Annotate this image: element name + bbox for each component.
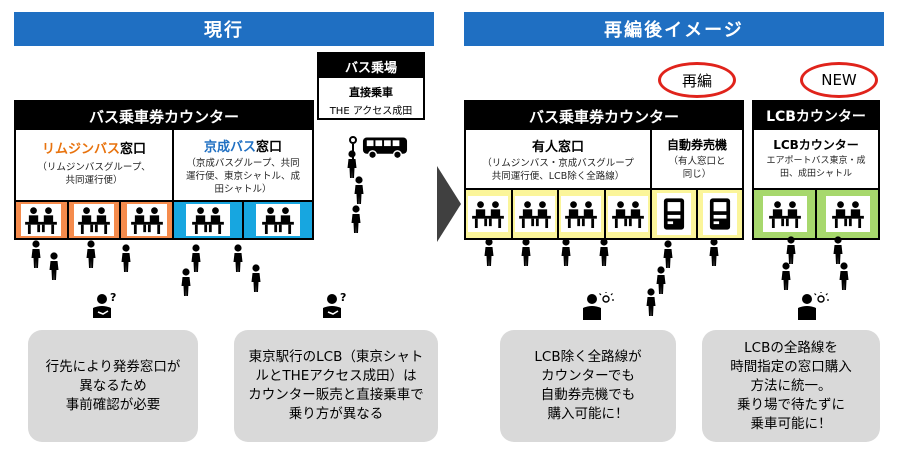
person-icon (662, 240, 674, 268)
machine-sub2: 同じ） (682, 169, 712, 180)
new-badge-label: NEW (821, 71, 857, 89)
after-benefit-bubble-right: LCBの全路線を 時間指定の窓口購入 方法に統一。 乗り場で待たずに 乗車可能に… (702, 330, 880, 442)
staffed-counter-info: 有人窓口 （リムジンバス・京成バスグループ 共同運行便、LCB除く全路線） (466, 130, 652, 188)
limousine-counter-info: リムジンバス窓口 （リムジンバスグループ、 共同運行便） (16, 130, 174, 200)
saihen-badge-label: 再編 (681, 71, 712, 90)
lcb-sub1: エアポートバス東京・成 (766, 156, 866, 166)
limousine-window-strip (16, 202, 174, 238)
staffed-sub2: 共同運行便、LCB除く全路線） (491, 171, 625, 182)
lcb-counter-panel: LCBカウンター LCBカウンター エアポートバス東京・成 田、成田シャトル (752, 100, 880, 240)
current-header-label: 現行 (204, 20, 244, 41)
after-header-label: 再編後イメージ (604, 20, 744, 41)
limousine-sub2: 共同運行便） (65, 175, 123, 186)
confused-person-icon (90, 292, 120, 322)
person-icon (785, 236, 797, 264)
keisei-name: 京成バス (203, 140, 256, 155)
after-counter-panel: バス乗車券カウンター 有人窓口 （リムジンバス・京成バスグループ 共同運行便、L… (464, 100, 744, 240)
keisei-window-strip (174, 202, 312, 238)
keisei-counter-info: 京成バス窓口 （京成バスグループ、共同 運行便、東京シャトル、成 田シャトル） (174, 130, 312, 200)
clerks-icon (832, 200, 864, 228)
keisei-suffix: 窓口 (256, 140, 283, 155)
person-icon (780, 262, 792, 290)
person-icon (85, 240, 97, 268)
staffed-window-strip (466, 190, 652, 238)
person-icon (708, 238, 720, 266)
after-benefit-bubble-left: LCB除く全路線が カウンターでも 自動券売機でも 購入可能に！ (500, 330, 676, 442)
person-icon (520, 238, 532, 266)
idea-person-icon (580, 292, 614, 322)
person-icon (48, 252, 60, 280)
after-benefit-left-text: LCB除く全路線が カウンターでも 自動券売機でも 購入可能に！ (534, 349, 642, 422)
person-icon (838, 262, 850, 290)
current-counter-panel: バス乗車券カウンター リムジンバス窓口 （リムジンバスグループ、 共同運行便） … (14, 100, 314, 240)
limousine-sub1: （リムジンバスグループ、 (37, 162, 151, 173)
ticket-machine-icon (709, 197, 731, 231)
machine-title: 自動券売機 (666, 138, 727, 152)
person-icon (832, 236, 844, 264)
lcb-window-strip (754, 188, 878, 238)
machine-sub1: （有人窓口と (668, 156, 726, 167)
clerks-icon (192, 206, 224, 234)
clerks-icon (262, 206, 294, 234)
keisei-sub3: 田シャトル） (214, 184, 272, 195)
keisei-sub2: 運行便、東京シャトル、成 (185, 171, 300, 182)
clerks-icon (519, 200, 551, 228)
clerks-icon (612, 200, 644, 228)
person-icon (232, 244, 244, 272)
transition-arrow-icon (437, 166, 461, 242)
person-icon (483, 238, 495, 266)
idea-person-icon (795, 292, 829, 322)
current-counter-title: バス乗車券カウンター (16, 102, 312, 130)
clerks-icon (769, 200, 801, 228)
limousine-name: リムジンバス (41, 142, 120, 157)
current-section-header: 現行 (14, 12, 434, 46)
after-benefit-right-text: LCBの全路線を 時間指定の窓口購入 方法に統一。 乗り場で待たずに 乗車可能に… (730, 339, 852, 432)
person-icon (350, 205, 362, 233)
limousine-suffix: 窓口 (120, 142, 147, 157)
person-icon (353, 176, 365, 204)
person-icon (250, 264, 262, 292)
confused-person-icon (320, 292, 350, 322)
ticket-machine-icon (663, 197, 685, 231)
bus-stop-line1: 直接乗車 (349, 86, 393, 99)
current-issue-bubble-left: 行先により発券窓口が 異なるため 事前確認が必要 (28, 330, 198, 442)
bus-icon (362, 136, 408, 160)
clerks-icon (131, 206, 163, 234)
keisei-sub1: （京成バスグループ、共同 (186, 158, 300, 169)
person-icon (645, 288, 657, 316)
current-issue-right-text: 東京駅行のLCB（東京シャト ルとTHEアクセス成田）は カウンター販売と直接乗… (248, 349, 424, 422)
current-issue-left-text: 行先により発券窓口が 異なるため 事前確認が必要 (45, 358, 181, 413)
lcb-counter-header: LCBカウンター (754, 102, 878, 130)
person-icon (346, 150, 358, 178)
person-icon (180, 268, 192, 296)
after-counter-title: バス乗車券カウンター (466, 102, 742, 130)
lcb-counter-info: LCBカウンター エアポートバス東京・成 田、成田シャトル (754, 130, 878, 188)
bus-stop-box: バス乗場 直接乗車 THE アクセス成田 (317, 52, 425, 120)
bus-stop-title: バス乗場 (319, 54, 423, 78)
clerks-icon (565, 200, 597, 228)
clerks-icon (472, 200, 504, 228)
bus-stop-line2: THE アクセス成田 (329, 106, 413, 117)
person-icon (120, 244, 132, 272)
person-icon (598, 238, 610, 266)
clerks-icon (78, 206, 110, 234)
saihen-badge: 再編 (658, 62, 736, 98)
machine-strip (652, 190, 742, 238)
staffed-sub1: （リムジンバス・京成バスグループ (482, 158, 634, 169)
clerks-icon (25, 206, 57, 234)
machine-counter-info: 自動券売機 （有人窓口と 同じ） (652, 130, 742, 188)
new-badge: NEW (800, 62, 878, 98)
person-icon (30, 240, 42, 268)
staffed-title: 有人窓口 (531, 140, 584, 155)
lcb-sub2: 田、成田シャトル (779, 169, 852, 179)
person-icon (560, 238, 572, 266)
lcb-title: LCBカウンター (773, 138, 859, 152)
after-section-header: 再編後イメージ (464, 12, 884, 46)
current-issue-bubble-right: 東京駅行のLCB（東京シャト ルとTHEアクセス成田）は カウンター販売と直接乗… (234, 330, 438, 442)
